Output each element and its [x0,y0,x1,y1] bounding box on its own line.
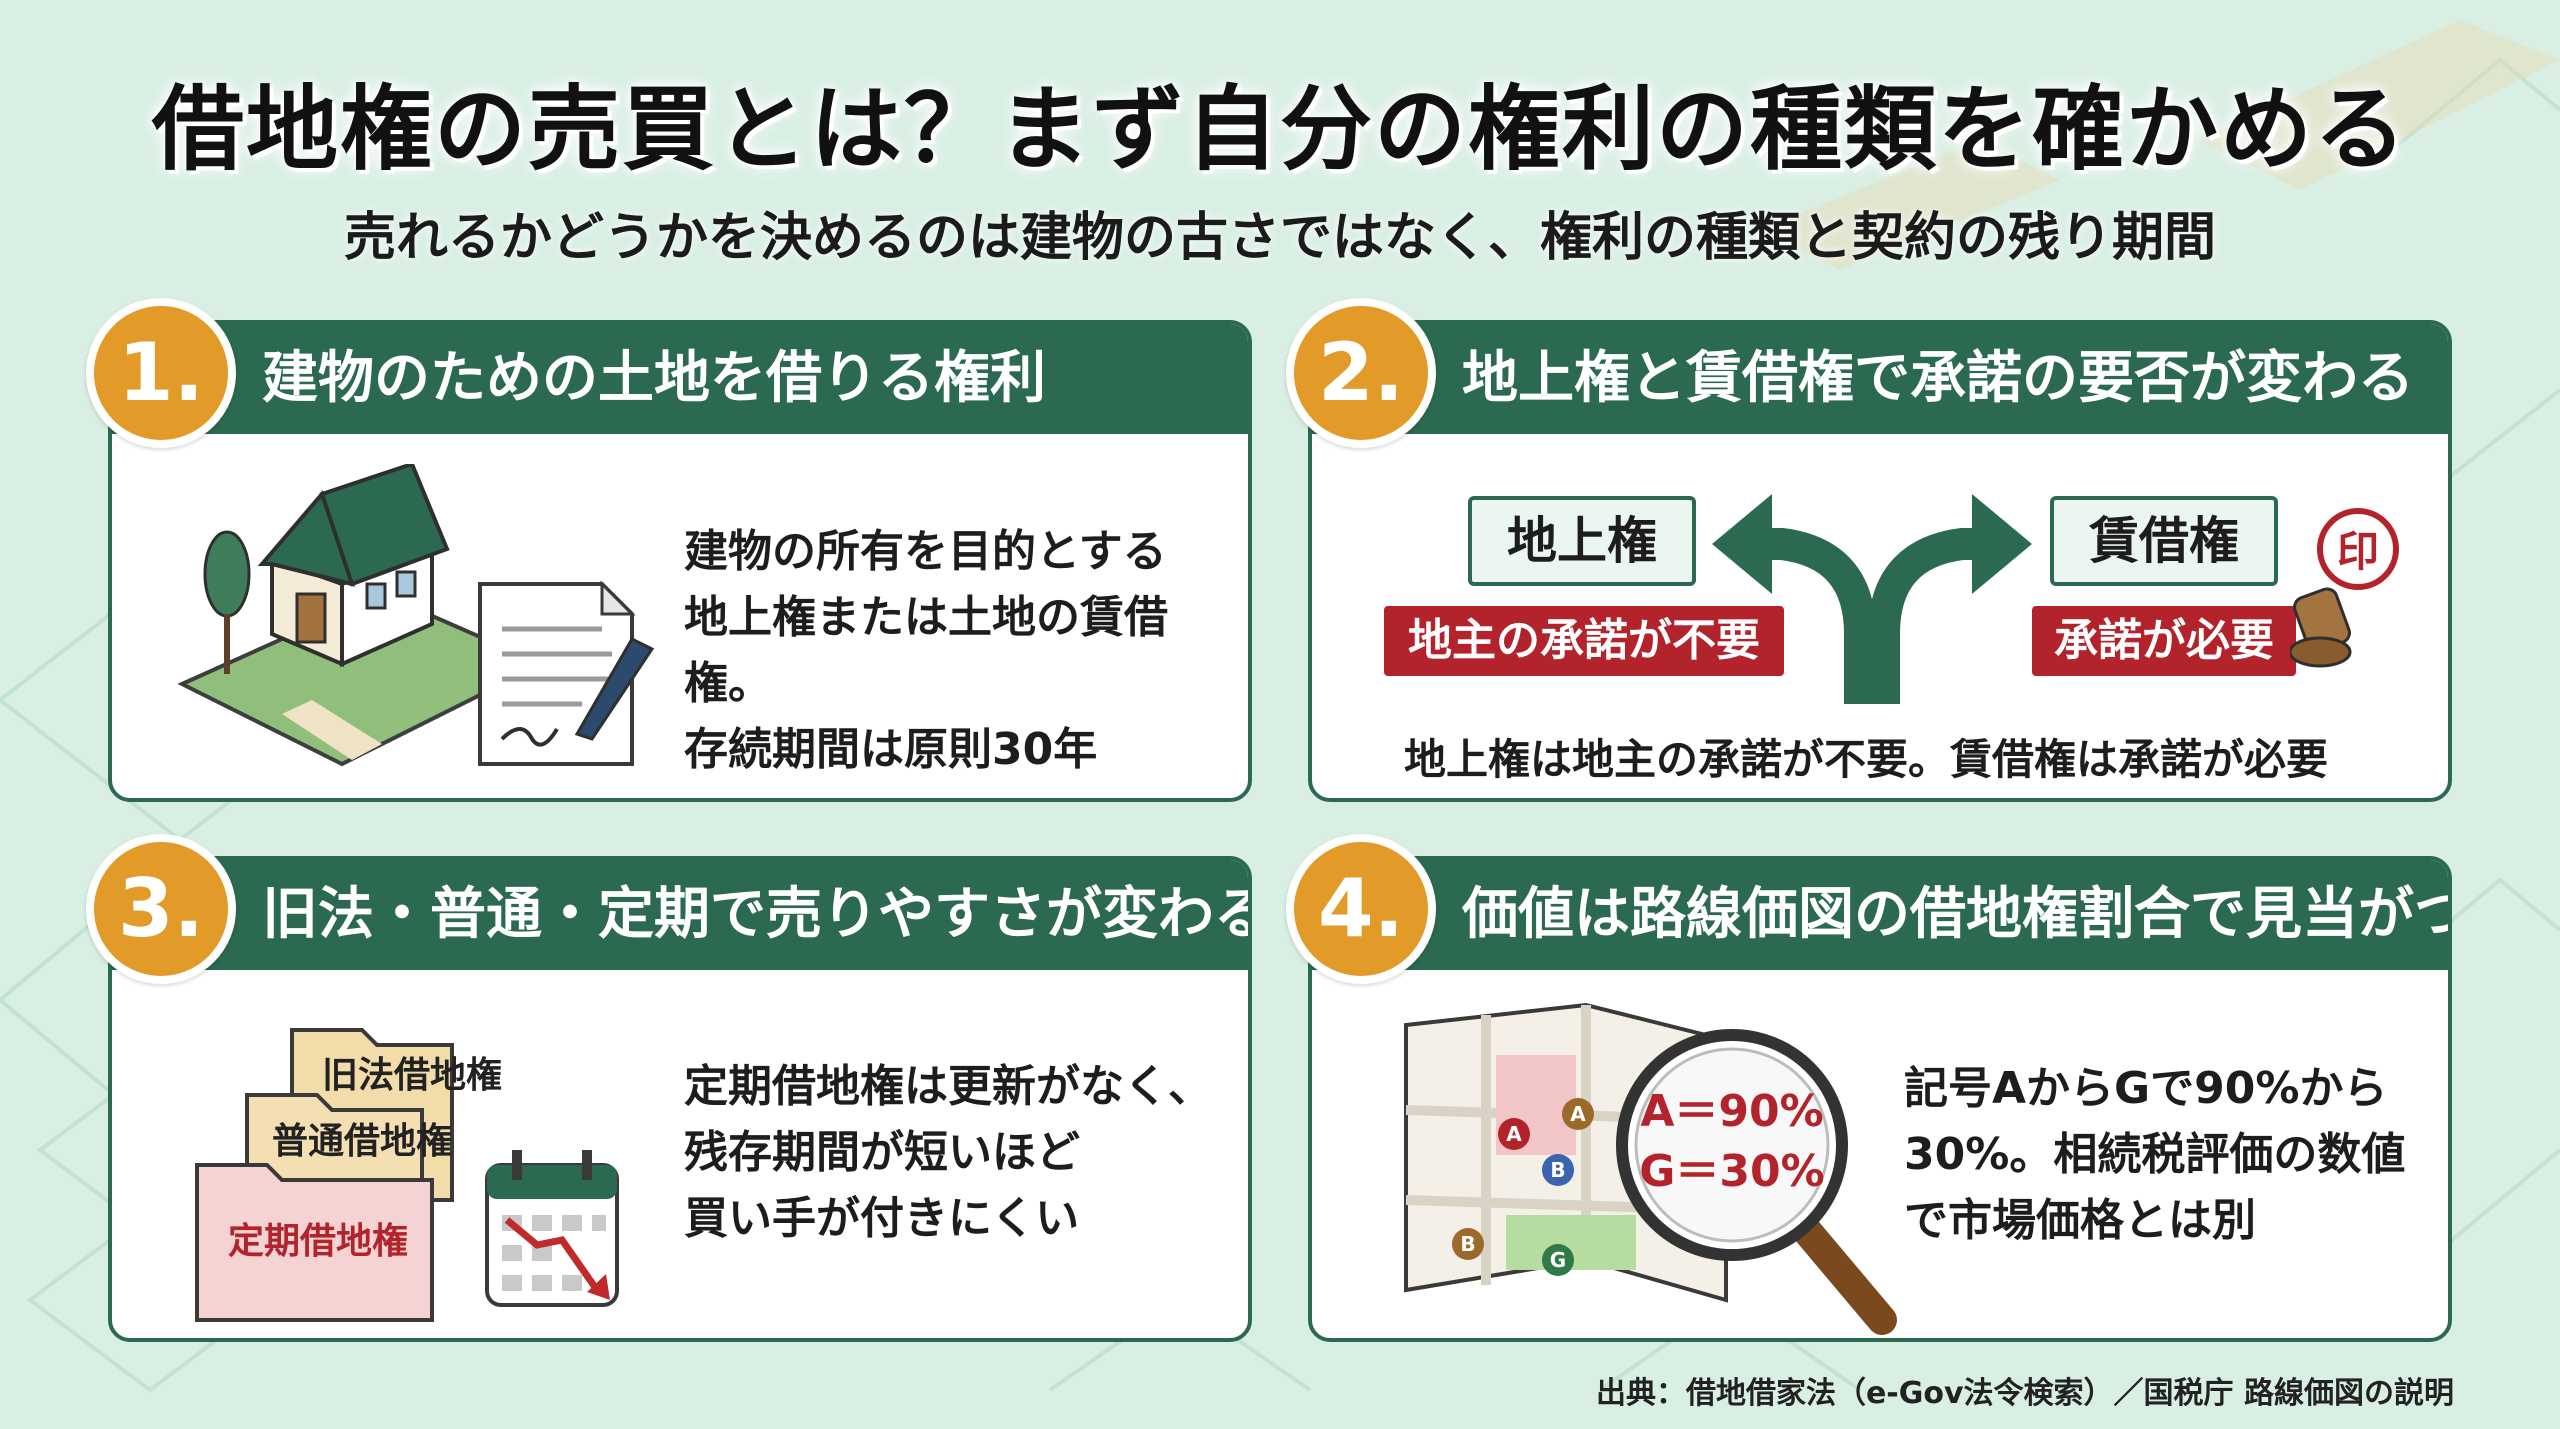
card-body-text: 建物の所有を目的とする 地上権または土地の賃借権。 存続期間は原則30年 [684,519,1244,783]
branch-arrows-icon [1712,494,2032,704]
house-and-contract-illustration [177,464,655,767]
body-line: 建物の所有を目的とする [684,526,1167,577]
body-line: 存続期間は原則30年 [684,724,1098,775]
consent-required-tag: 承諾が必要 [2032,606,2296,676]
number-badge: 3. [86,834,236,984]
superficies-box: 地上権 [1468,496,1696,586]
number-badge: 4. [1286,834,1436,984]
map-marker-g: G [1542,1244,1574,1276]
map-marker-b1: B [1542,1154,1574,1186]
svg-text:B: B [1550,1158,1565,1182]
card-heading: 地上権と賃借権で承諾の要否が変わる [1312,324,2448,434]
page-title: 借地権の売買とは？まず自分の権利の種類を確かめる [151,76,2408,183]
card-heading: 旧法・普通・定期で売りやすさが変わる [112,860,1248,970]
card-route-price-map: 価値は路線価図の借地権割合で見当がつく A A B B G A＝90% G＝30… [1308,856,2452,1342]
hanko-stamp-icon [2290,508,2399,668]
card-consent-difference: 地上権と賃借権で承諾の要否が変わる 地上権 地主の承諾が不要 賃借権 承諾が必要… [1308,320,2452,802]
no-consent-tag: 地主の承諾が不要 [1384,606,1784,676]
folder-stack-illustration [195,1028,619,1322]
card-heading: 建物のための土地を借りる権利 [112,324,1248,434]
body-line: 30%。相続税評価の数値 [1904,1129,2406,1180]
body-line: で市場価格とは別 [1904,1195,2256,1246]
number-badge: 2. [1286,298,1436,448]
map-marker-a1: A [1498,1118,1530,1150]
svg-text:G: G [1550,1248,1566,1272]
stamp-label: 印 [2336,527,2379,576]
number-badge: 1. [86,298,236,448]
lens-line-g: G＝30% [1639,1146,1825,1197]
card-lease-types: 旧法・普通・定期で売りやすさが変わる 旧法借地権 普通借地権 定期借地権 定期借… [108,856,1252,1342]
body-line: 記号AからGで90%から [1904,1063,2388,1114]
map-marker-b2: B [1452,1228,1484,1260]
folder-label-ordinary: 普通借地権 [272,1121,453,1162]
svg-text:A: A [1506,1122,1522,1146]
svg-text:B: B [1460,1232,1475,1256]
lens-line-a: A＝90% [1640,1086,1824,1137]
svg-text:A: A [1570,1102,1586,1126]
folder-label-old-law: 旧法借地権 [322,1055,503,1096]
card-heading: 価値は路線価図の借地権割合で見当がつく [1312,860,2448,970]
folder-label-fixed-term: 定期借地権 [228,1221,409,1262]
magnifier-icon [1616,1029,1897,1335]
card-body-text: 定期借地権は更新がなく、 残存期間が短いほど 買い手が付きにくい [684,1054,1244,1252]
card-land-lease-right: 建物のための土地を借りる権利 建物の所有を目的とする 地上権または土地の賃借権。… [108,320,1252,802]
source-citation: 出典：借地借家法（e-Gov法令検索）／国税庁 路線価図の説明 [1595,1376,2454,1411]
lens-text: A＝90% G＝30% [1624,1082,1840,1202]
page-subtitle: 売れるかどうかを決めるのは建物の古さではなく、権利の種類と契約の残り期間 [343,208,2216,268]
lease-right-box: 賃借権 [2050,496,2278,586]
card-body-text: 記号AからGで90%から 30%。相続税評価の数値 で市場価格とは別 [1904,1056,2444,1254]
map-marker-a2: A [1562,1098,1594,1130]
body-line: 地上権または土地の賃借権。 [684,592,1168,709]
body-line: 買い手が付きにくい [684,1193,1080,1244]
body-line: 残存期間が短いほど [684,1127,1080,1178]
body-line: 定期借地権は更新がなく、 [684,1061,1212,1112]
card-summary: 地上権は地主の承諾が不要。賃借権は承諾が必要 [1404,735,2329,784]
